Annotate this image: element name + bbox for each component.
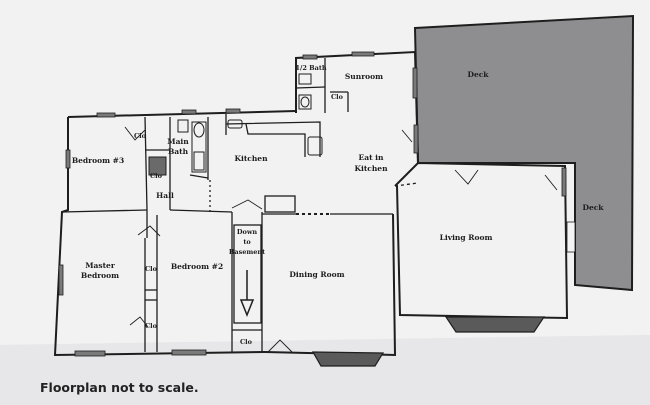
door-swings [124, 126, 558, 353]
label-master-2: Bedroom [81, 271, 119, 280]
label-down-2: to [243, 238, 251, 246]
label-clo-half-bath: Clo [331, 93, 344, 101]
label-clo-hall: Clo [150, 172, 163, 180]
label-master-1: Master [85, 261, 116, 270]
label-eat-in-1: Eat in [359, 153, 385, 162]
label-main-bath-1: Main [167, 137, 189, 146]
label-clo-stairs: Clo [240, 338, 253, 346]
bay-windows [311, 316, 546, 367]
label-deck-side: Deck [582, 203, 604, 212]
label-eat-in-2: Kitchen [354, 164, 388, 173]
room-labels: Deck Deck Sunroom 1/2 Bath Clo Clo Main … [72, 64, 605, 346]
label-living-room: Living Room [440, 233, 493, 242]
label-main-bath-2: Bath [168, 147, 189, 156]
down-arrow-icon [239, 270, 255, 318]
label-bedroom3: Bedroom #3 [72, 156, 124, 165]
label-clo-master: Clo [145, 265, 158, 273]
label-deck-upper: Deck [467, 70, 489, 79]
label-clo-bedroom3: Clo [134, 132, 147, 140]
label-down-1: Down [237, 228, 258, 236]
label-hall: Hall [156, 191, 174, 200]
label-sunroom: Sunroom [345, 72, 383, 81]
label-clo-lower: Clo [145, 322, 158, 330]
caption: Floorplan not to scale. [40, 380, 199, 395]
bath-fixtures [148, 73, 323, 176]
label-dining-room: Dining Room [289, 270, 344, 279]
label-down-3: Basement [229, 248, 265, 256]
label-bedroom2: Bedroom #2 [171, 262, 223, 271]
windows [58, 51, 576, 357]
label-kitchen: Kitchen [234, 154, 268, 163]
interior-walls [61, 58, 419, 352]
label-half-bath: 1/2 Bath [295, 64, 326, 72]
